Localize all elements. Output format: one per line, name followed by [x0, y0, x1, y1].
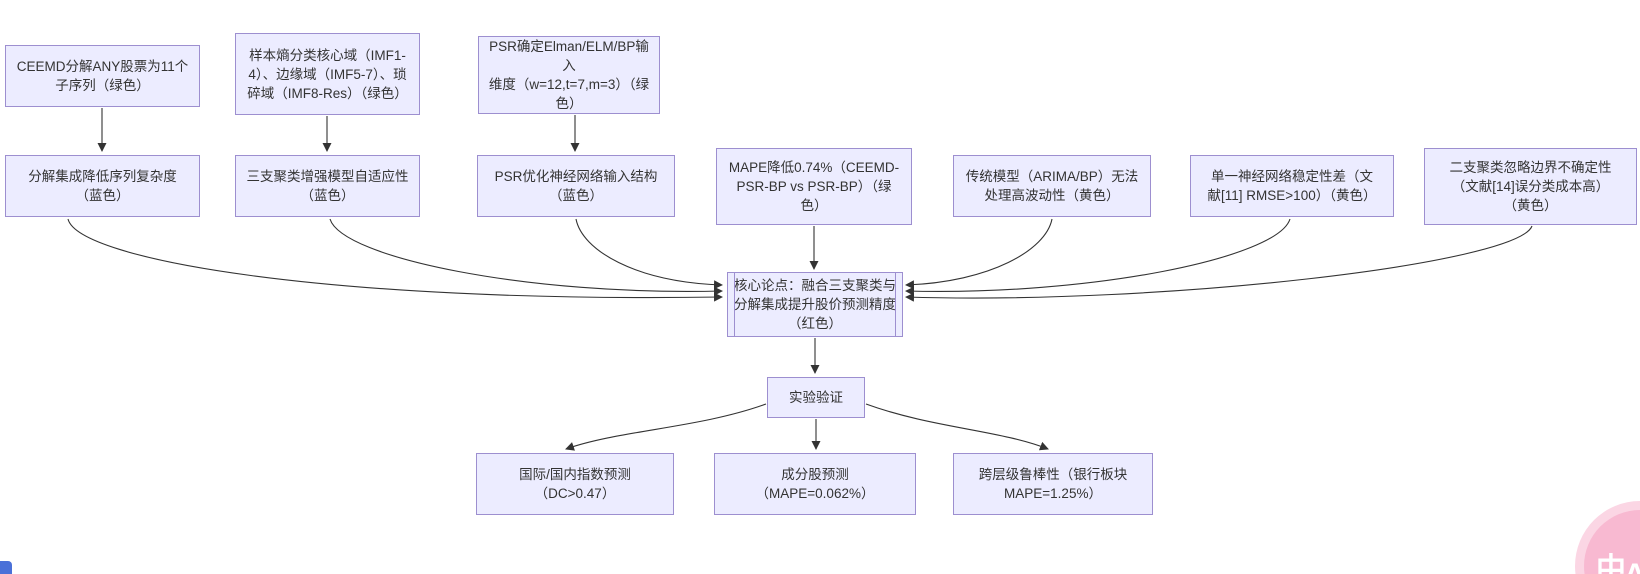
edge-n10-core: [905, 225, 1533, 302]
edge-exp-b1: [565, 403, 767, 451]
edge-n5-core: [329, 218, 723, 296]
edge-n8-core: [905, 218, 1053, 290]
translate-a-glyph: A: [1624, 558, 1640, 574]
node-decomposition-reduces-complexity: 分解集成降低序列复杂度 （蓝色）: [5, 155, 200, 217]
node-index-prediction: 国际/国内指数预测 （DC>0.47）: [476, 453, 674, 515]
node-mape-reduction: MAPE降低0.74%（CEEMD- PSR-BP vs PSR-BP）（绿 色…: [716, 148, 912, 225]
edge-n9-core: [905, 218, 1291, 296]
node-traditional-models-limitation: 传统模型（ARIMA/BP）无法 处理高波动性（黄色）: [953, 155, 1151, 217]
node-experimental-validation: 实验验证: [767, 377, 865, 418]
translate-button[interactable]: 中A: [1584, 510, 1640, 574]
node-single-nn-instability: 单一神经网络稳定性差（文 献[11] RMSE>100）（黄色）: [1190, 155, 1394, 217]
edge-exp-b3: [865, 403, 1049, 451]
node-cross-level-robustness: 跨层级鲁棒性（银行板块 MAPE=1.25%）: [953, 453, 1153, 515]
node-sample-entropy-domains: 样本熵分类核心域（IMF1- 4）、边缘域（IMF5-7）、琐 碎域（IMF8-…: [235, 33, 420, 115]
translate-zh-glyph: 中: [1596, 553, 1626, 574]
edge-n6-core: [575, 218, 723, 290]
node-ceemd-decompose: CEEMD分解ANY股票为11个 子序列（绿色）: [5, 45, 200, 107]
node-three-way-clustering-adaptivity: 三支聚类增强模型自适应性 （蓝色）: [235, 155, 420, 217]
node-psr-input-dimension: PSR确定Elman/ELM/BP输入 维度（w=12,t=7,m=3）（绿 色…: [478, 36, 660, 114]
node-psr-optimizes-input-structure: PSR优化神经网络输入结构 （蓝色）: [477, 155, 675, 217]
node-core-thesis: 核心论点：融合三支聚类与 分解集成提升股价预测精度 （红色）: [727, 272, 903, 337]
node-two-way-clustering-limitation: 二支聚类忽略边界不确定性 （文献[14]误分类成本高） （黄色）: [1424, 148, 1637, 225]
node-constituent-stock-prediction: 成分股预测 （MAPE=0.062%）: [714, 453, 916, 515]
bottom-left-ui-fragment: [0, 561, 12, 574]
edge-n4-core: [67, 218, 723, 302]
